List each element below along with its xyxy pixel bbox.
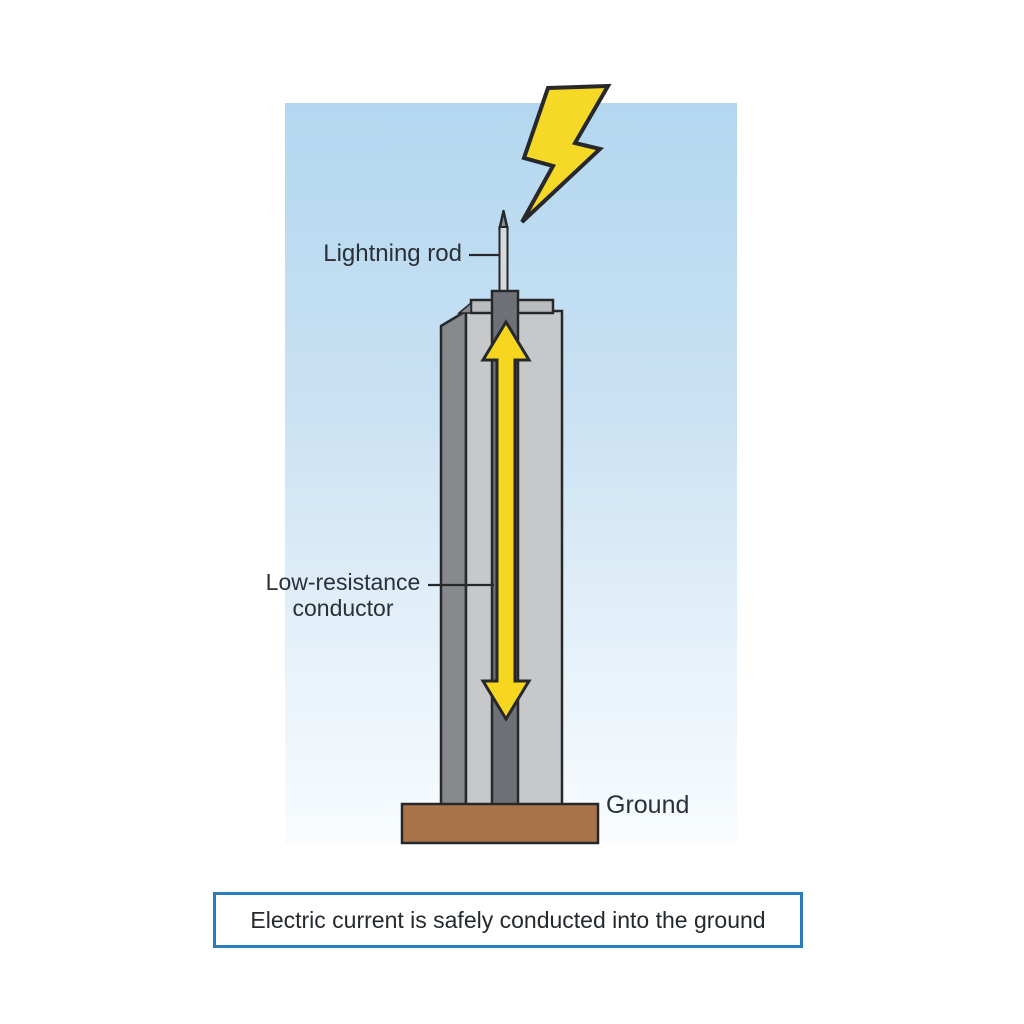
caption-box: Electric current is safely conducted int… — [213, 892, 803, 948]
current-arrow-icon — [480, 319, 532, 722]
lightning-bolt-icon — [520, 83, 612, 224]
label-low-resistance-conductor: Low-resistance conductor — [265, 569, 421, 621]
caption-text: Electric current is safely conducted int… — [250, 906, 766, 933]
label-ground: Ground — [606, 791, 690, 819]
roof-parapet-shadow — [456, 301, 472, 314]
building-side-face — [439, 308, 468, 807]
label-lightning-rod: Lightning rod — [323, 240, 462, 267]
ground-soil — [400, 802, 600, 845]
